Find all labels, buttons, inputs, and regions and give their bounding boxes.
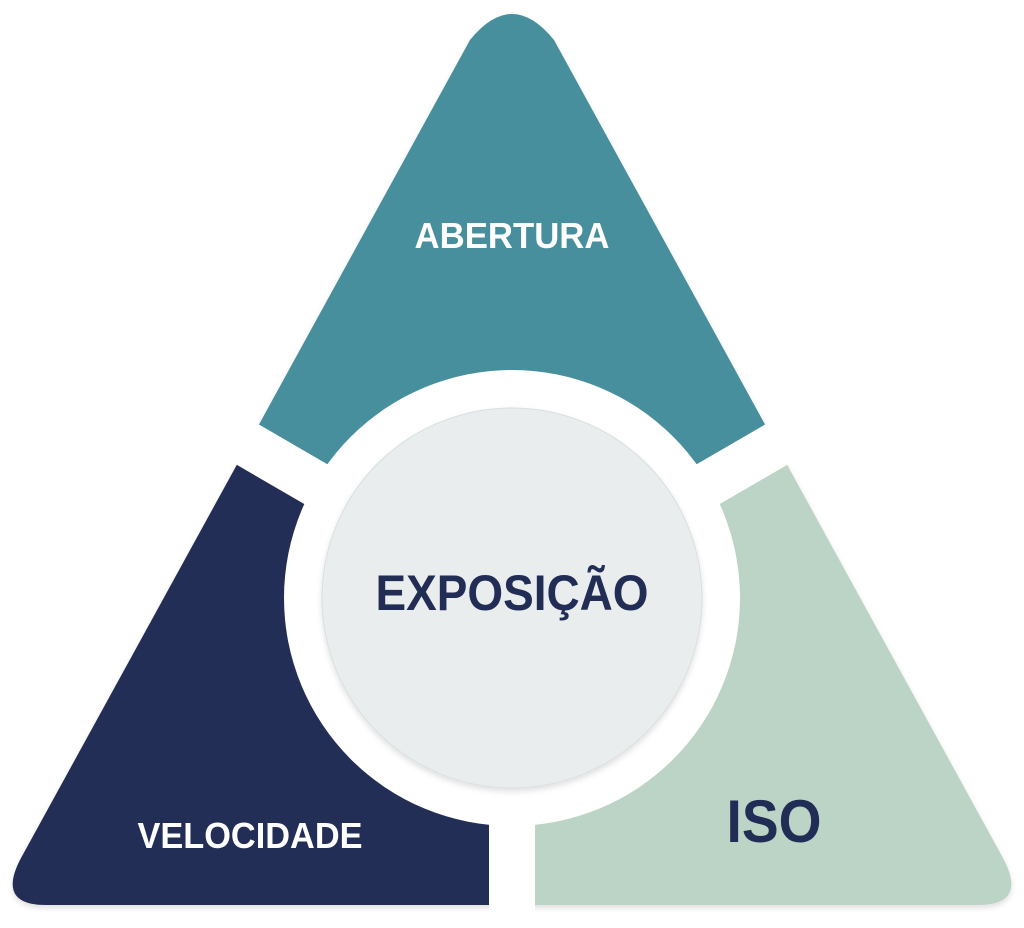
label-abertura: ABERTURA [415, 215, 610, 256]
label-velocidade: VELOCIDADE [138, 815, 363, 856]
center-circle [321, 407, 703, 789]
label-exposicao: EXPOSIÇÃO [376, 565, 649, 621]
label-iso: ISO [727, 788, 822, 855]
